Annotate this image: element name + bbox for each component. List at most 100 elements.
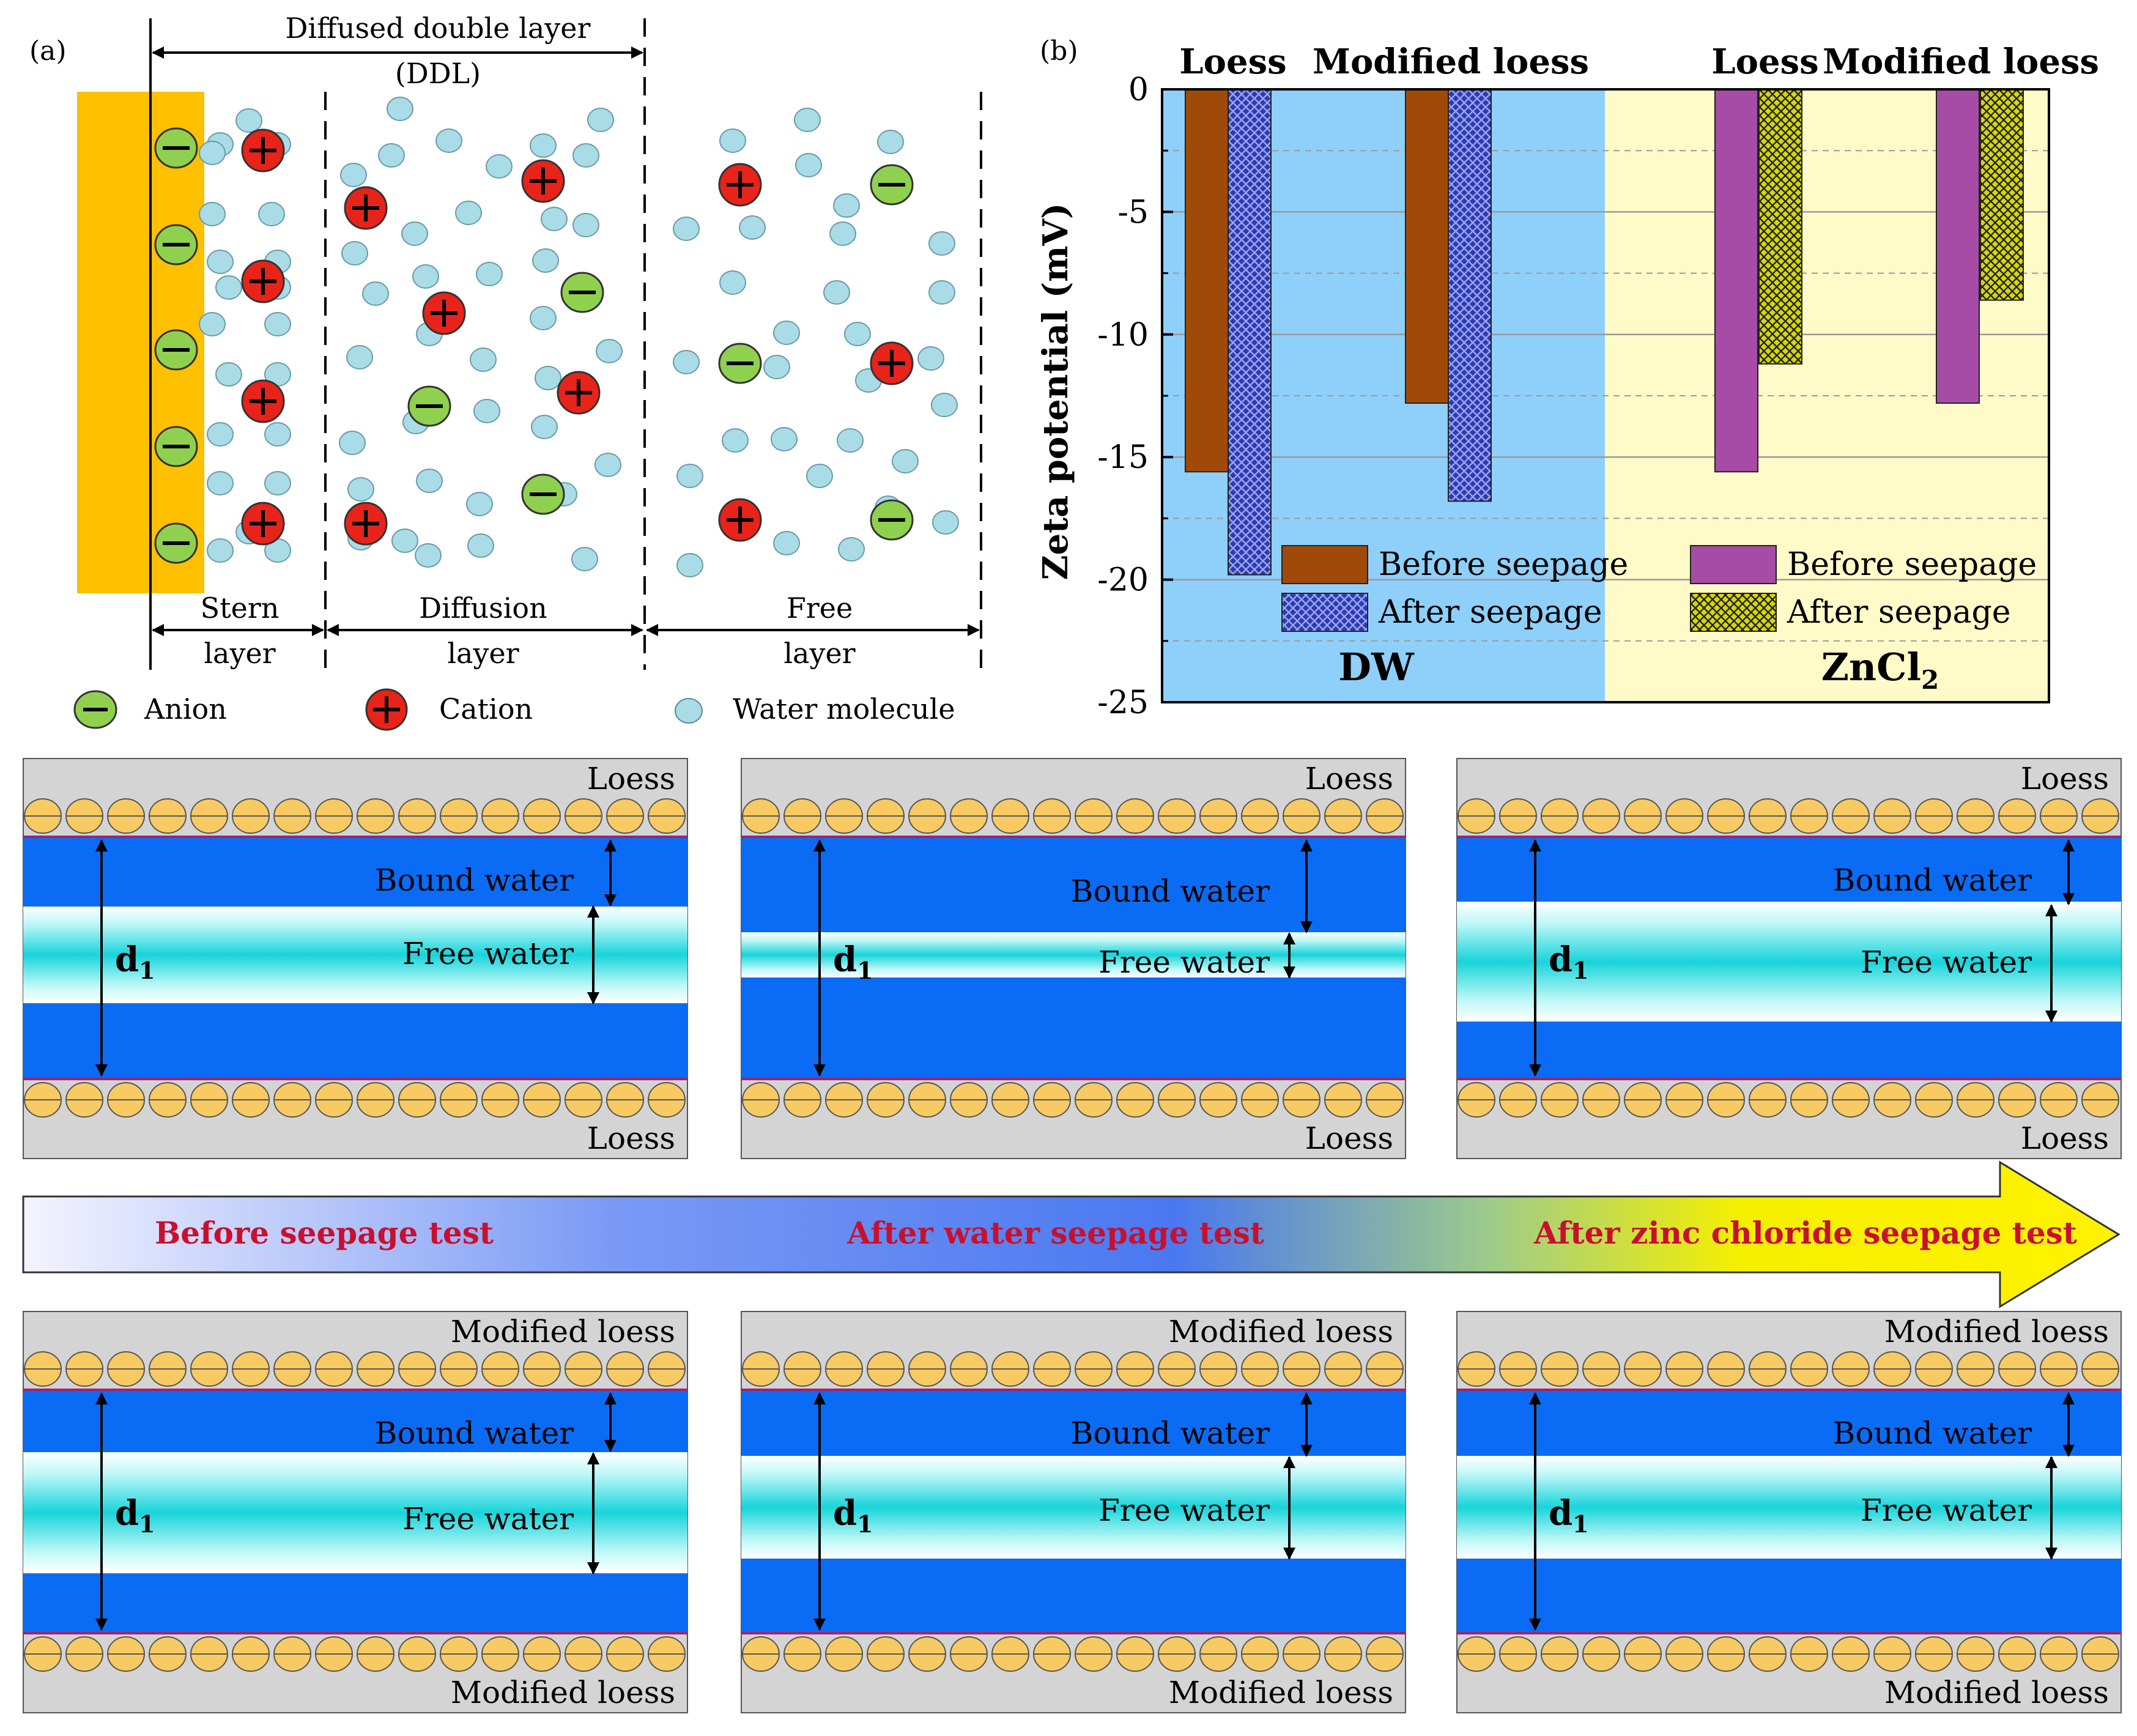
water-molecule — [829, 221, 856, 246]
water-molecule — [676, 553, 703, 577]
particle-row — [24, 1082, 686, 1118]
water-molecule — [594, 453, 621, 477]
bound-water-label: Bound water — [1071, 874, 1270, 909]
cation-ion — [241, 502, 285, 546]
water-molecule — [530, 133, 557, 158]
water-molecule — [739, 215, 766, 240]
water-molecule — [476, 262, 503, 286]
cation-ion — [241, 259, 285, 303]
bar-zncl2-modified-loess-before — [1936, 89, 1980, 404]
spacing-label: d1 — [1549, 940, 1589, 984]
material-label-top: Modified loess — [1169, 1314, 1393, 1349]
chart-bars — [1185, 89, 2024, 576]
legend-swatch-zn-after — [1690, 593, 1777, 632]
water-molecule — [571, 547, 598, 571]
water-molecule — [794, 108, 821, 132]
water-molecule — [235, 108, 262, 133]
water-molecule — [470, 347, 497, 372]
particle-row — [742, 798, 1404, 834]
free-water-label: Free water — [402, 1501, 574, 1537]
water-molecule — [435, 128, 462, 153]
cation-legend-label: Cation — [439, 692, 533, 725]
water-molecule — [806, 464, 833, 488]
y-tick-label: -25 — [1097, 684, 1149, 721]
material-label-top: Loess — [587, 761, 675, 796]
progression-arrow-shape — [22, 1160, 2120, 1308]
legend-label-zn-before: Before seepage — [1787, 546, 2037, 583]
particle-row — [742, 1351, 1404, 1387]
legend-label-dw-after: After seepage — [1378, 594, 1602, 631]
spacing-label: d1 — [833, 940, 873, 984]
material-label-bottom: Modified loess — [451, 1675, 675, 1710]
material-label-bottom: Loess — [1305, 1121, 1393, 1156]
panel-b-zeta-chart: (b) 0-5-10-15-20-25 Zeta potential (mV) … — [1035, 35, 2099, 721]
water-molecule — [215, 275, 242, 300]
bar-dw-loess-before — [1185, 89, 1229, 473]
spacing-label: d1 — [115, 940, 155, 984]
water-molecule — [215, 362, 242, 387]
water-molecule — [340, 163, 367, 187]
arrow-label-water: After water seepage test — [846, 1215, 1264, 1251]
cation-ion — [718, 163, 762, 207]
panel-a-ddl-diagram: (a) Diffused double layer (DDL) Stern la… — [29, 12, 982, 731]
layer-boundary-lines — [149, 18, 982, 670]
cation-icon — [365, 688, 408, 731]
water-legend-label: Water molecule — [733, 692, 955, 725]
diffusion-layer-label-2: layer — [447, 637, 519, 670]
bound-water-label: Bound water — [1833, 1415, 2032, 1451]
particle-row — [24, 798, 686, 834]
free-water-band — [1457, 902, 2121, 1022]
spacing-label: d1 — [1549, 1493, 1589, 1538]
legend-label-zn-after: After seepage — [1787, 594, 2011, 631]
test-progression-arrow: Before seepage test After water seepage … — [22, 1160, 2120, 1308]
bound-water-label: Bound water — [1071, 1415, 1270, 1451]
water-molecule — [838, 537, 865, 562]
panel-a-legend: Anion Cation Water molecule — [73, 688, 955, 731]
water-molecule — [773, 531, 800, 555]
water-molecule — [378, 143, 405, 168]
legend-swatch-dw-before — [1281, 545, 1368, 584]
group-label-zncl2: ZnCl2 — [1821, 645, 1939, 695]
water-molecule — [917, 346, 944, 371]
bar-dw-loess-after — [1228, 89, 1272, 576]
y-tick-label: -10 — [1097, 317, 1149, 354]
particle-row — [1457, 1636, 2119, 1672]
water-molecule — [531, 415, 558, 439]
water-molecule — [387, 97, 413, 121]
free-layer-label-2: layer — [783, 637, 855, 670]
cation-ion — [344, 186, 388, 230]
panel-b-label: (b) — [1040, 35, 1078, 67]
water-molecule-icon — [675, 698, 703, 724]
water-molecule — [928, 280, 955, 305]
free-water-label: Free water — [1861, 1493, 2032, 1528]
water-molecule — [264, 422, 291, 447]
stern-layer-label-2: layer — [204, 637, 275, 670]
anion-ion — [718, 343, 762, 384]
water-molecule — [541, 207, 568, 231]
water-molecule — [264, 471, 291, 495]
water-molecule — [347, 477, 374, 502]
anion-ion — [870, 164, 914, 206]
free-layer-label: Free — [787, 592, 853, 625]
bar-zncl2-loess-before — [1714, 89, 1758, 473]
water-molecule — [532, 248, 559, 273]
material-label-top: Modified loess — [451, 1314, 675, 1349]
y-tick-label: 0 — [1128, 72, 1149, 108]
bound-water-label: Bound water — [375, 862, 574, 898]
particle-row — [1457, 1351, 2119, 1387]
water-molecule — [844, 322, 871, 346]
material-label-top: Loess — [1305, 761, 1393, 796]
cation-ion — [422, 291, 466, 335]
top-label-loess-zn: Loess — [1711, 42, 1818, 82]
particle-row — [742, 1082, 1404, 1118]
particle-row — [1457, 1082, 2119, 1118]
bar-dw-modified-loess-before — [1405, 89, 1449, 404]
chart-axes: 0-5-10-15-20-25 — [1097, 72, 2050, 721]
legend-swatch-dw-after — [1281, 593, 1368, 632]
water-molecule — [258, 202, 285, 226]
water-molecule — [530, 306, 557, 330]
